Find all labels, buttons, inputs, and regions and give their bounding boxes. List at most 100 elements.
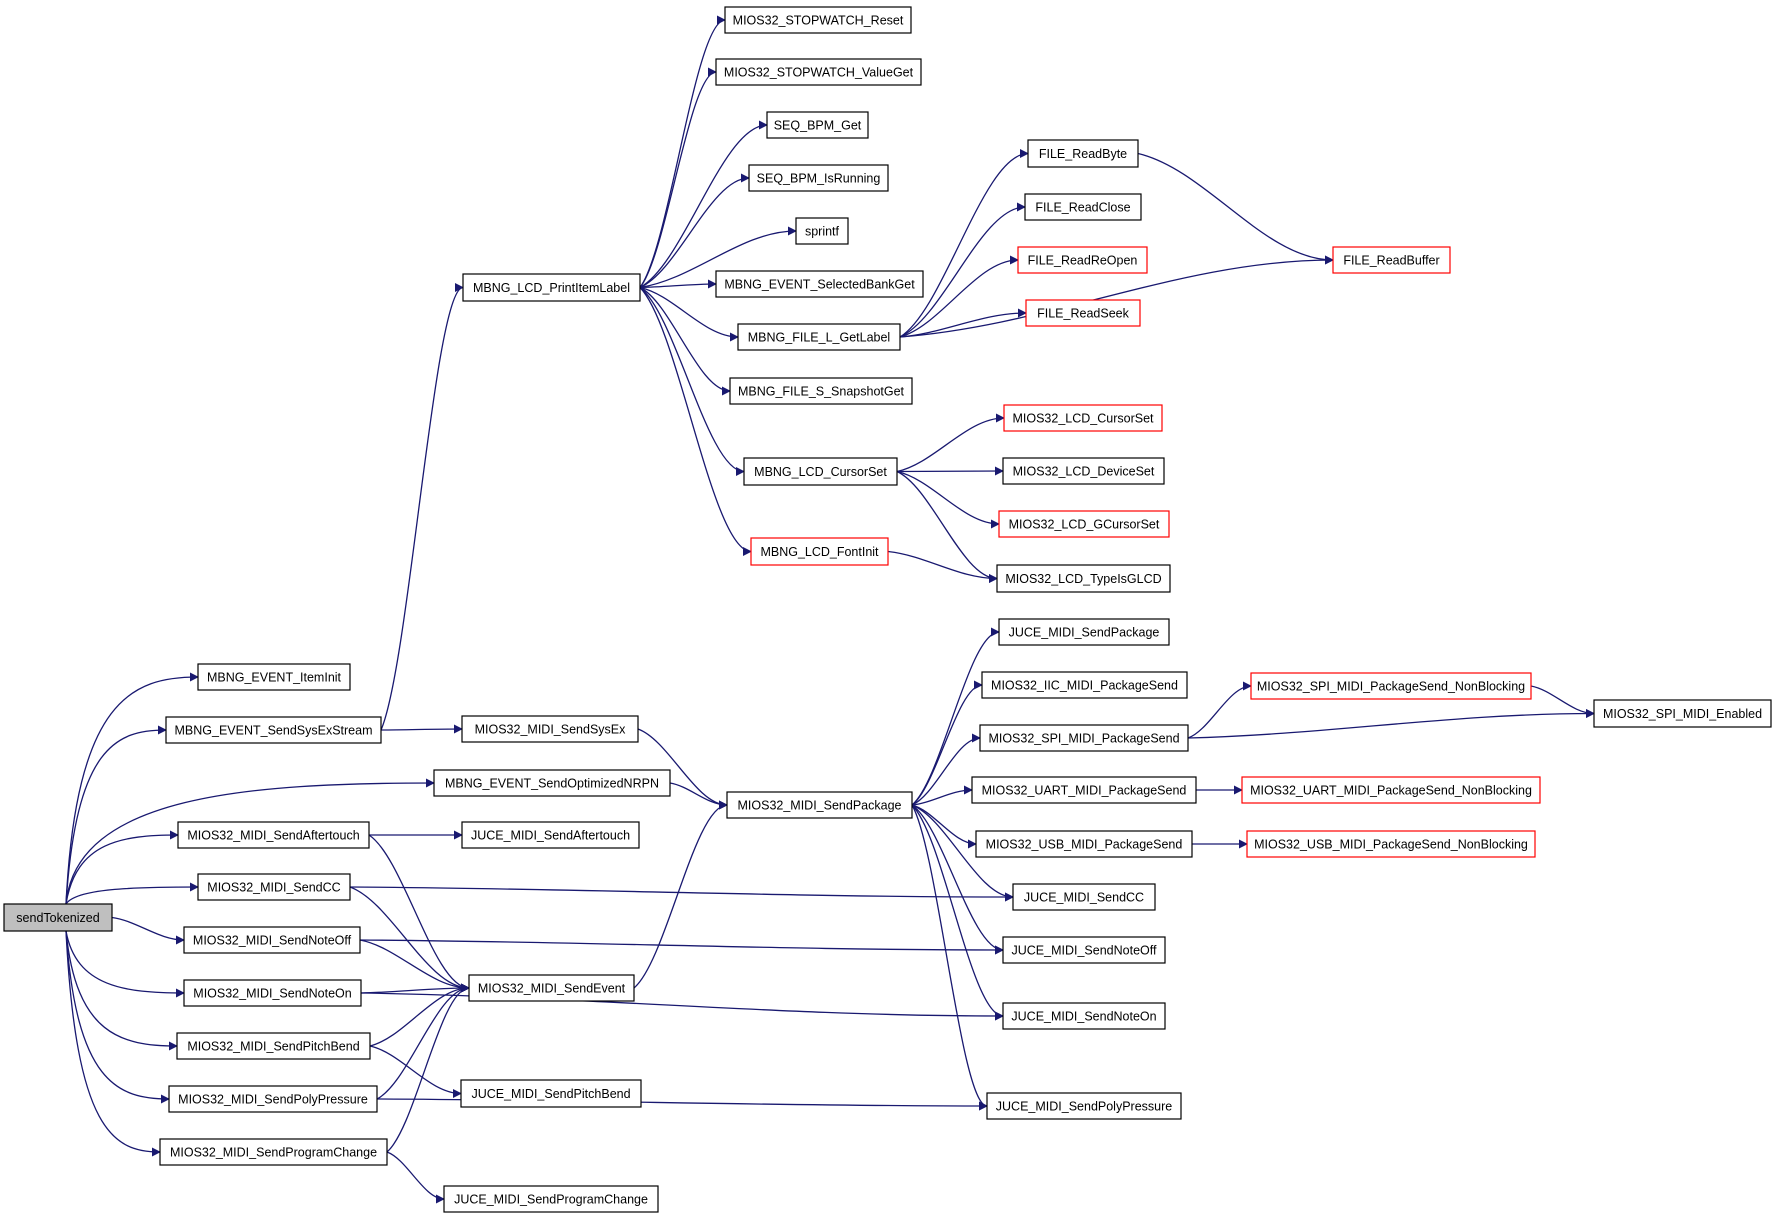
node-file-readbuffer[interactable]: FILE_ReadBuffer xyxy=(1332,246,1451,274)
node-mbng-lcd-cursorset[interactable]: MBNG_LCD_CursorSet xyxy=(743,457,898,486)
node-mbng-event-sendsysexstream[interactable]: MBNG_EVENT_SendSysExStream xyxy=(165,716,382,744)
node-juce-midi-sendnoteon[interactable]: JUCE_MIDI_SendNoteOn xyxy=(1002,1002,1166,1030)
edge-mios32-midi-sendnoteoff-to-mios32-midi-sendevent xyxy=(359,939,470,993)
node-sprintf[interactable]: sprintf xyxy=(795,217,849,245)
node-mios32-usb-midi-packagesend-nonblocking[interactable]: MIOS32_USB_MIDI_PackageSend_NonBlocking xyxy=(1246,830,1536,858)
edge-mbng-lcd-printitemlabel-to-mbng-file-s-snapshotget xyxy=(639,286,731,396)
node-label: FILE_ReadBuffer xyxy=(1343,254,1439,268)
edge-mbng-file-l-getlabel-to-file-readbyte xyxy=(899,149,1029,338)
node-sendtokenized[interactable]: sendTokenized xyxy=(3,903,113,932)
node-juce-midi-sendpackage[interactable]: JUCE_MIDI_SendPackage xyxy=(998,618,1170,646)
node-label: MIOS32_LCD_DeviceSet xyxy=(1013,465,1155,479)
node-mios32-uart-midi-packagesend-nonblocking[interactable]: MIOS32_UART_MIDI_PackageSend_NonBlocking xyxy=(1241,776,1541,804)
node-label: MBNG_FILE_S_SnapshotGet xyxy=(738,385,905,399)
node-file-readseek[interactable]: FILE_ReadSeek xyxy=(1025,299,1141,327)
node-mios32-midi-sendaftertouch[interactable]: MIOS32_MIDI_SendAftertouch xyxy=(177,821,370,849)
edge-mbng-lcd-printitemlabel-to-mbng-file-l-getlabel xyxy=(639,286,739,342)
node-mios32-midi-sendpitchbend[interactable]: MIOS32_MIDI_SendPitchBend xyxy=(176,1032,371,1060)
edge-mios32-midi-sendevent-to-mios32-midi-sendpackage xyxy=(633,800,728,989)
node-label: MIOS32_USB_MIDI_PackageSend_NonBlocking xyxy=(1254,838,1528,852)
node-mbng-event-sendoptimizednrpn[interactable]: MBNG_EVENT_SendOptimizedNRPN xyxy=(433,769,671,797)
node-file-readreopen[interactable]: FILE_ReadReOpen xyxy=(1017,246,1148,274)
node-mios32-midi-sendprogramchange[interactable]: MIOS32_MIDI_SendProgramChange xyxy=(159,1138,388,1166)
node-file-readbyte[interactable]: FILE_ReadByte xyxy=(1027,139,1139,168)
node-box xyxy=(996,564,1171,593)
nodes-layer: sendTokenizedMBNG_EVENT_ItemInitMBNG_EVE… xyxy=(3,6,1772,1213)
node-juce-midi-sendpitchbend[interactable]: JUCE_MIDI_SendPitchBend xyxy=(460,1079,642,1108)
edge-mios32-midi-sendaftertouch-to-mios32-midi-sendevent xyxy=(368,834,470,993)
node-label: FILE_ReadReOpen xyxy=(1028,254,1138,268)
edge-sendtokenized-to-mios32-midi-sendaftertouch xyxy=(65,830,179,905)
edge-mbng-lcd-printitemlabel-to-mios32-stopwatch-reset xyxy=(639,15,726,288)
edge-mios32-midi-sendpolypressure-to-mios32-midi-sendevent xyxy=(376,983,470,1100)
node-seq-bpm-get[interactable]: SEQ_BPM_Get xyxy=(766,111,869,139)
edge-mbng-lcd-cursorset-to-mios32-lcd-gcursorset xyxy=(896,470,1000,529)
node-box xyxy=(1024,193,1142,221)
node-box xyxy=(197,873,351,901)
node-mbng-file-s-snapshotget[interactable]: MBNG_FILE_S_SnapshotGet xyxy=(729,377,913,405)
node-mios32-midi-sendnoteon[interactable]: MIOS32_MIDI_SendNoteOn xyxy=(183,979,362,1007)
node-mios32-lcd-typeisglcd[interactable]: MIOS32_LCD_TypeIsGLCD xyxy=(996,564,1171,593)
node-mios32-stopwatch-valueget[interactable]: MIOS32_STOPWATCH_ValueGet xyxy=(715,58,922,86)
node-label: JUCE_MIDI_SendPitchBend xyxy=(471,1087,630,1101)
edge-mbng-lcd-fontinit-to-mios32-lcd-typeisglcd xyxy=(887,550,998,583)
node-box xyxy=(1593,699,1772,728)
node-mios32-spi-midi-packagesend-nonblocking[interactable]: MIOS32_SPI_MIDI_PackageSend_NonBlocking xyxy=(1250,672,1532,700)
node-mios32-lcd-gcursorset[interactable]: MIOS32_LCD_GCursorSet xyxy=(998,510,1170,538)
node-box xyxy=(1025,299,1141,327)
edge-sendtokenized-to-mios32-midi-sendpolypressure xyxy=(65,930,170,1104)
node-box xyxy=(433,769,671,797)
node-mios32-spi-midi-packagesend[interactable]: MIOS32_SPI_MIDI_PackageSend xyxy=(979,724,1189,752)
node-mios32-stopwatch-reset[interactable]: MIOS32_STOPWATCH_Reset xyxy=(724,6,912,34)
node-mios32-iic-midi-packagesend[interactable]: MIOS32_IIC_MIDI_PackageSend xyxy=(981,671,1188,699)
node-mios32-uart-midi-packagesend[interactable]: MIOS32_UART_MIDI_PackageSend xyxy=(971,776,1197,804)
node-label: MIOS32_SPI_MIDI_PackageSend_NonBlocking xyxy=(1257,680,1525,694)
node-label: MIOS32_MIDI_SendNoteOn xyxy=(193,987,351,1001)
node-juce-midi-sendnoteoff[interactable]: JUCE_MIDI_SendNoteOff xyxy=(1002,936,1166,964)
node-mbng-file-l-getlabel[interactable]: MBNG_FILE_L_GetLabel xyxy=(737,323,901,351)
node-box xyxy=(743,457,898,486)
node-mbng-event-selectedbankget[interactable]: MBNG_EVENT_SelectedBankGet xyxy=(715,270,924,298)
node-mbng-lcd-printitemlabel[interactable]: MBNG_LCD_PrintItemLabel xyxy=(462,273,641,302)
node-mios32-midi-sendnoteoff[interactable]: MIOS32_MIDI_SendNoteOff xyxy=(183,926,361,954)
node-seq-bpm-isrunning[interactable]: SEQ_BPM_IsRunning xyxy=(748,164,889,192)
node-label: JUCE_MIDI_SendPackage xyxy=(1009,626,1160,640)
node-juce-midi-sendprogramchange[interactable]: JUCE_MIDI_SendProgramChange xyxy=(443,1185,659,1213)
node-mios32-midi-sendsysex[interactable]: MIOS32_MIDI_SendSysEx xyxy=(461,715,639,743)
node-juce-midi-sendpolypressure[interactable]: JUCE_MIDI_SendPolyPressure xyxy=(986,1092,1182,1120)
node-mios32-lcd-cursorset[interactable]: MIOS32_LCD_CursorSet xyxy=(1003,404,1163,432)
edge-mbng-event-sendsysexstream-to-mbng-lcd-printitemlabel xyxy=(380,283,464,731)
node-file-readclose[interactable]: FILE_ReadClose xyxy=(1024,193,1142,221)
edge-sendtokenized-to-mbng-event-iteminit xyxy=(65,672,199,905)
edge-mbng-lcd-cursorset-to-mios32-lcd-deviceset xyxy=(896,466,1004,476)
edge-mios32-midi-sendnoteon-to-mios32-midi-sendevent xyxy=(360,983,470,994)
node-box xyxy=(1002,936,1166,964)
node-box xyxy=(971,776,1197,804)
node-box xyxy=(1002,457,1165,485)
edge-mbng-lcd-printitemlabel-to-mbng-lcd-fontinit xyxy=(639,287,752,556)
node-mios32-midi-sendpolypressure[interactable]: MIOS32_MIDI_SendPolyPressure xyxy=(168,1085,378,1113)
node-mios32-midi-sendevent[interactable]: MIOS32_MIDI_SendEvent xyxy=(468,974,635,1002)
node-label: MIOS32_SPI_MIDI_Enabled xyxy=(1603,707,1762,721)
edge-mios32-spi-midi-packagesend-to-mios32-spi-midi-enabled xyxy=(1187,709,1595,739)
edge-sendtokenized-to-mios32-midi-sendnoteoff xyxy=(111,916,185,945)
node-box xyxy=(726,791,913,819)
node-mbng-lcd-fontinit[interactable]: MBNG_LCD_FontInit xyxy=(750,537,889,566)
node-juce-midi-sendaftertouch[interactable]: JUCE_MIDI_SendAftertouch xyxy=(461,821,640,849)
node-mios32-usb-midi-packagesend[interactable]: MIOS32_USB_MIDI_PackageSend xyxy=(975,830,1193,858)
node-box xyxy=(165,716,382,744)
node-mbng-event-iteminit[interactable]: MBNG_EVENT_ItemInit xyxy=(197,663,351,691)
edge-mios32-midi-sendpackage-to-mios32-usb-midi-packagesend xyxy=(911,804,977,849)
node-mios32-lcd-deviceset[interactable]: MIOS32_LCD_DeviceSet xyxy=(1002,457,1165,485)
node-box xyxy=(981,671,1188,699)
node-box xyxy=(748,164,889,192)
edge-mios32-midi-sendpackage-to-juce-midi-sendpolypressure xyxy=(911,804,988,1111)
node-mios32-midi-sendcc[interactable]: MIOS32_MIDI_SendCC xyxy=(197,873,351,901)
edge-mios32-midi-sendnoteon-to-juce-midi-sendnoteon xyxy=(360,992,1004,1021)
node-mios32-spi-midi-enabled[interactable]: MIOS32_SPI_MIDI_Enabled xyxy=(1593,699,1772,728)
node-mios32-midi-sendpackage[interactable]: MIOS32_MIDI_SendPackage xyxy=(726,791,913,819)
edge-mios32-midi-sendcc-to-mios32-midi-sendevent xyxy=(349,886,470,993)
node-label: MIOS32_MIDI_SendCC xyxy=(207,881,340,895)
node-box xyxy=(715,58,922,86)
node-juce-midi-sendcc[interactable]: JUCE_MIDI_SendCC xyxy=(1012,883,1156,911)
